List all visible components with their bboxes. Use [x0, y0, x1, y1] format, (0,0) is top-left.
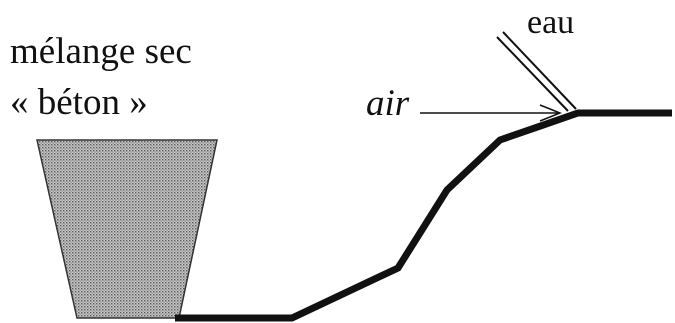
dry-mix-label-line1: mélange sec	[10, 31, 192, 72]
air-label: air	[366, 83, 410, 124]
water-label: eau	[527, 4, 575, 41]
water-inlet-line-1	[496, 36, 569, 112]
water-inlet-line-2	[502, 31, 577, 110]
hose-line	[175, 109, 672, 322]
hopper	[36, 139, 218, 319]
air-arrow-head	[539, 104, 563, 122]
dry-mix-label-line2: « béton »	[10, 82, 148, 123]
